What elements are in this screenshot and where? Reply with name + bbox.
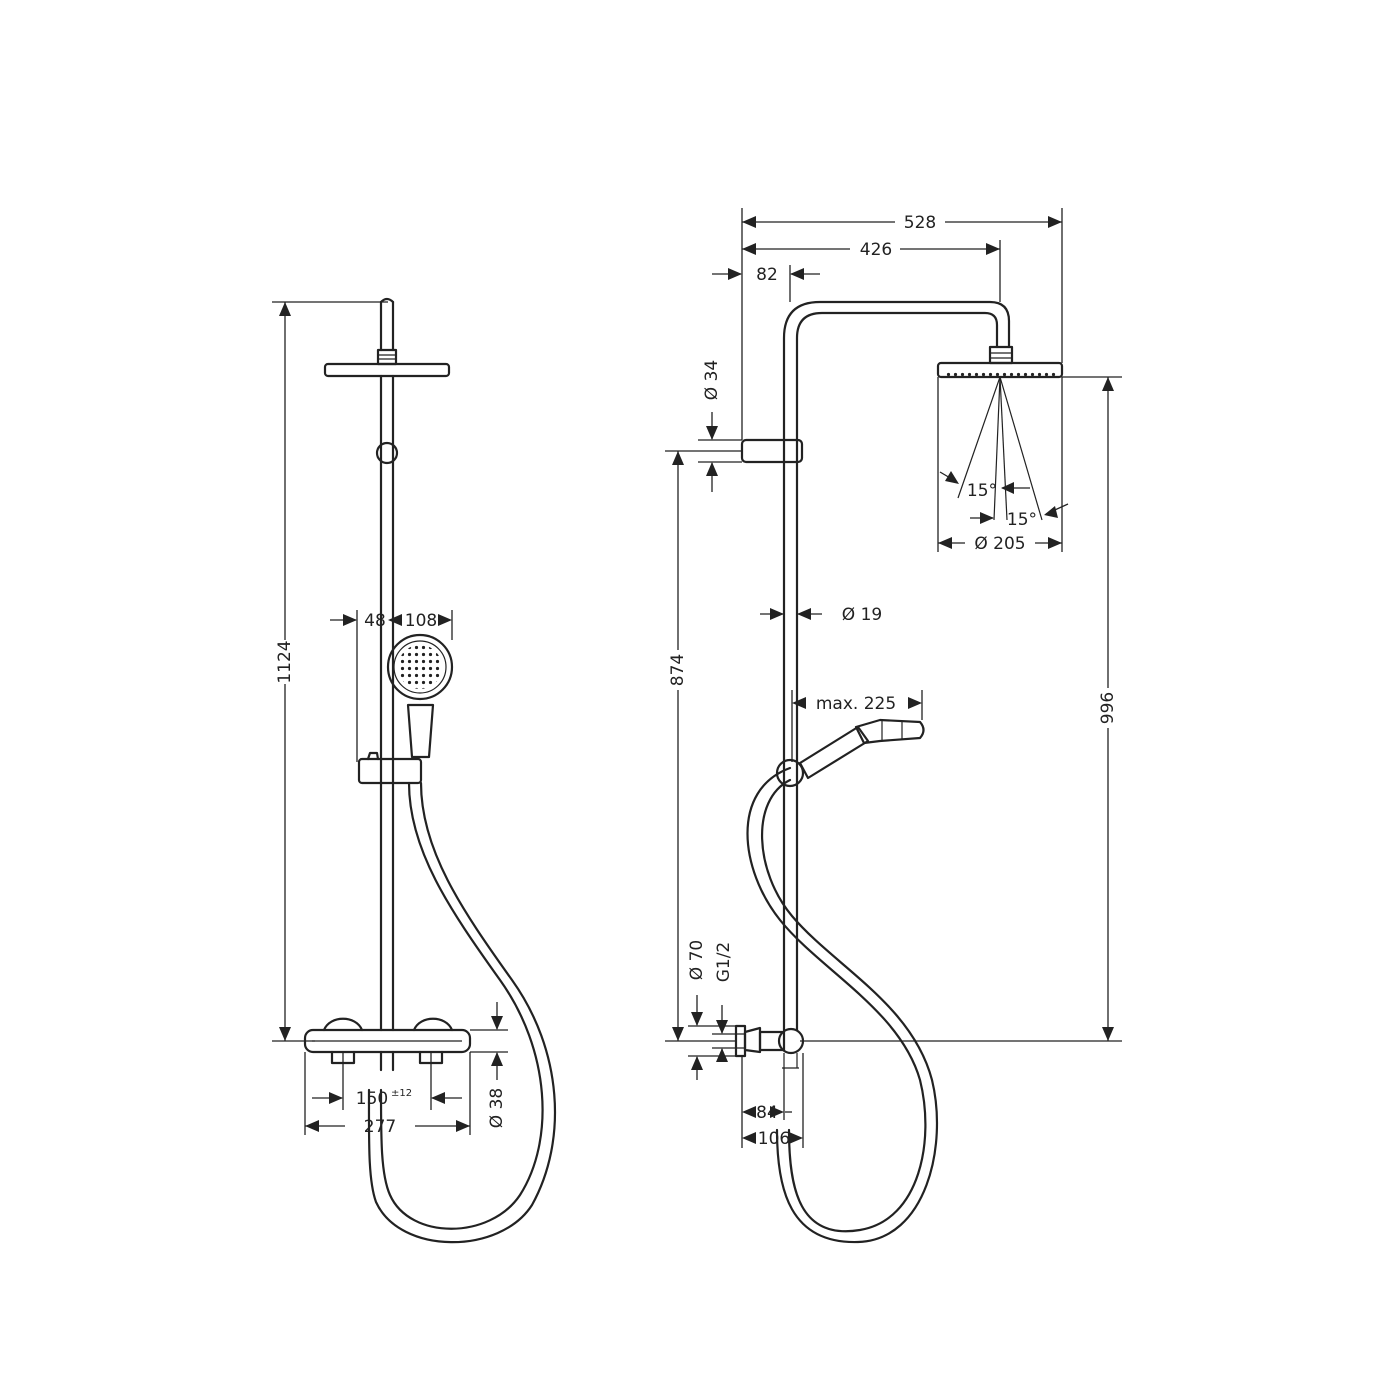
dim-wall-flange: Ø 70: [687, 940, 707, 980]
side-headshower-nozzles: [944, 370, 1056, 377]
side-dimensions: 528 426 82 Ø 34 874 15°: [665, 208, 1122, 1149]
dim-rail-diameter: Ø 19: [842, 605, 882, 625]
dim-mixer-width: 277: [364, 1117, 396, 1137]
dim-angle-right: 15°: [1007, 510, 1037, 530]
side-hose: [746, 766, 927, 1233]
dim-angle-left: 15°: [967, 481, 997, 501]
dim-mixer-centers-tolerance: ±12: [391, 1088, 412, 1099]
dim-connection-thread: G1/2: [714, 942, 734, 983]
dim-arm-reach: 426: [860, 240, 892, 260]
side-wall-flange: [734, 1024, 747, 1058]
front-slider: [357, 757, 423, 785]
front-mixer-knob-left: [322, 1017, 364, 1032]
dim-bracket-diameter: Ø 34: [702, 360, 722, 400]
side-rail-and-arm: [782, 300, 1011, 1032]
front-handshower-head: [386, 633, 454, 701]
front-view: [303, 297, 557, 1244]
dim-wall-to-rail: 82: [756, 265, 778, 285]
front-mixer-knob-right: [412, 1017, 454, 1032]
side-view: [734, 300, 1064, 1244]
front-rail-ball: [375, 441, 399, 465]
side-head-connector: [988, 345, 1014, 365]
side-connector-nut: [777, 1027, 805, 1055]
dim-max-reach: max. 225: [816, 694, 896, 714]
dim-connector-106: 106: [758, 1129, 790, 1149]
side-connection-elbow: [743, 1026, 762, 1054]
side-handshower: [798, 725, 870, 780]
dim-handshower-diameter: 108: [405, 611, 437, 631]
dim-total-height: 1124: [275, 640, 295, 683]
side-slider-ball: [775, 758, 805, 788]
spray-angle-line: [957, 376, 1001, 499]
dim-handshower-offset: 48: [364, 611, 386, 631]
dim-headshower-diameter: Ø 205: [974, 534, 1025, 554]
front-dimensions: 1124 48 108 150 ±12 277 Ø 38: [272, 301, 508, 1137]
dim-mixer-body-diameter: Ø 38: [487, 1088, 507, 1128]
front-hose: [379, 781, 544, 1230]
front-handshower-nozzles: [398, 645, 442, 689]
dim-head-height: 996: [1098, 692, 1118, 724]
dim-bracket-height: 874: [668, 654, 688, 686]
front-head-connector: [376, 348, 398, 366]
front-handshower-handle: [406, 703, 435, 759]
dim-width-overall: 528: [904, 213, 936, 233]
side-wall-bracket: [740, 438, 804, 464]
dim-connector-84: 84: [756, 1103, 778, 1123]
dim-mixer-centers: 150: [356, 1089, 388, 1109]
front-headshower: [323, 362, 451, 378]
